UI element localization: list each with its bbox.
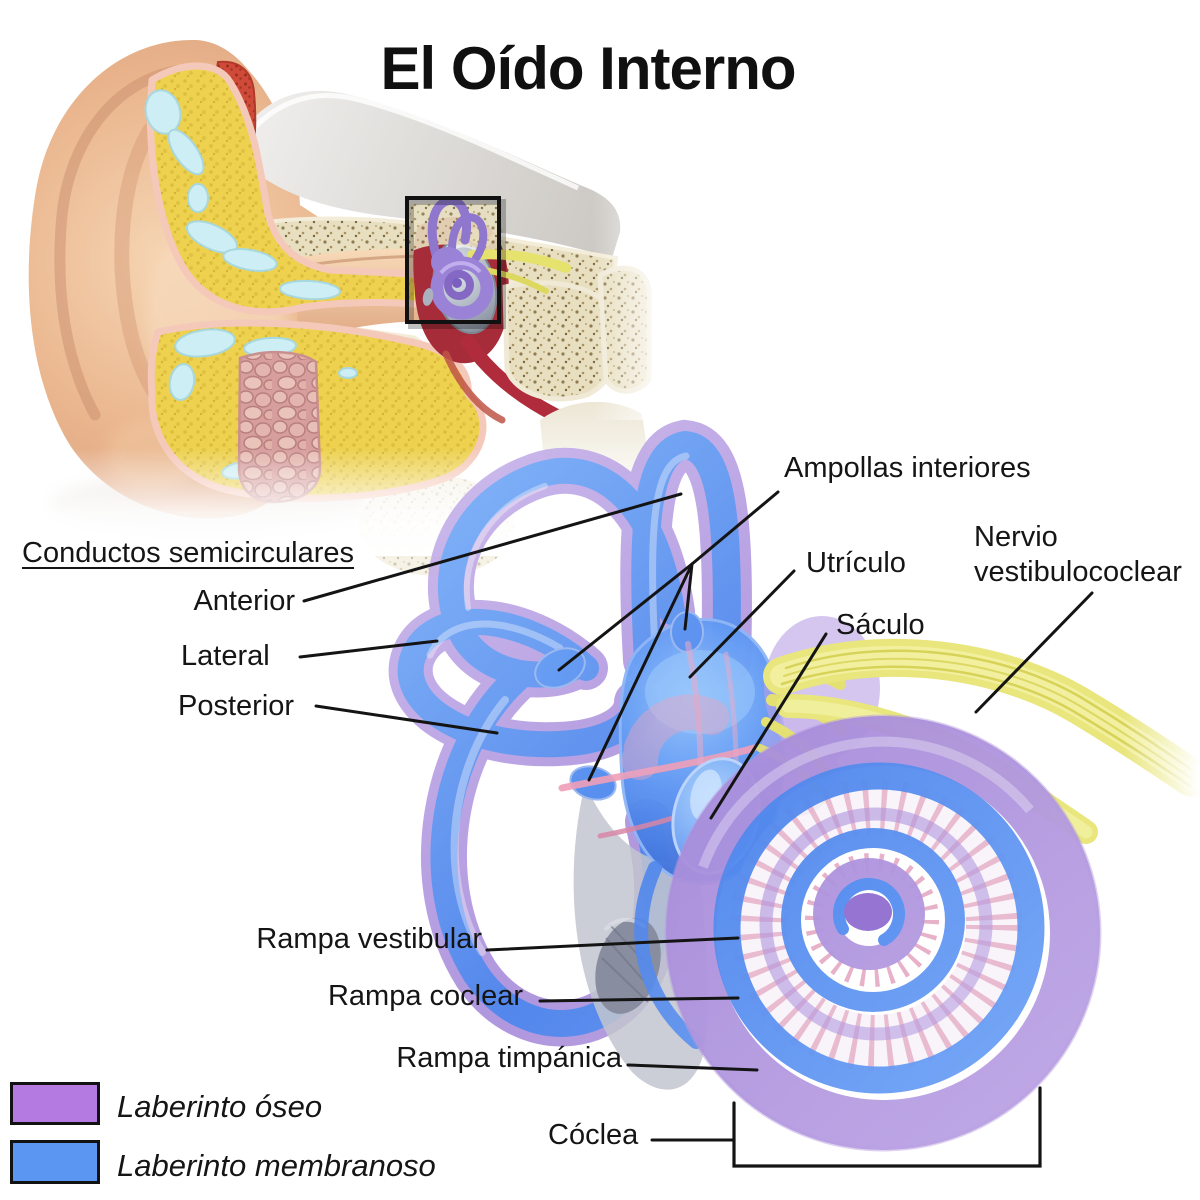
blood-vessel-branch — [442, 350, 506, 424]
leader-anterior — [302, 492, 683, 603]
coclea-bracket — [732, 1086, 1042, 1168]
label-utriculo: Utrículo — [806, 547, 906, 579]
mini-cochlea-mid — [444, 270, 474, 300]
legend-swatch-bony-labyrinth — [10, 1082, 100, 1125]
label-posterior: Posterior — [178, 690, 295, 722]
helix-fold — [54, 64, 186, 421]
cochlea-striations — [730, 779, 1022, 1071]
cochlea-sheen — [698, 736, 1034, 869]
cochlea-center-mem — [833, 878, 905, 946]
mini-cochlea-center — [452, 278, 462, 288]
fade-right — [592, 70, 680, 420]
label-rampa-vestibular: Rampa vestibular — [256, 923, 482, 955]
leader-rampa-coclear — [538, 996, 740, 1003]
leader-ampollas-branch-posterior — [587, 562, 694, 782]
cartilage-islands — [144, 89, 358, 480]
legend-label-bony-labyrinth: Laberinto óseo — [117, 1089, 323, 1124]
leader-ampollas-branch-lateral — [557, 562, 694, 672]
cochlea-outer-mem — [713, 762, 1045, 1094]
cochlea-center-bony — [813, 858, 925, 970]
inner-ear-illustration — [388, 419, 1200, 1152]
leader-nervio — [974, 591, 1094, 714]
zoom-box-shadow — [408, 199, 506, 329]
zoom-box — [405, 196, 501, 324]
label-conductos-semicirculares: Conductos semicirculares — [22, 537, 355, 569]
label-coclea: Cóclea — [548, 1119, 639, 1151]
legend-label-membranous-labyrinth: Laberinto membranoso — [117, 1148, 436, 1183]
label-rampa-timpanica: Rampa timpánica — [396, 1042, 622, 1074]
canal-sheens — [426, 452, 690, 956]
outer-ear-illustration — [0, 39, 680, 576]
leader-rampa-vestibular — [485, 936, 740, 952]
leader-posterior — [314, 704, 499, 735]
mini-labyrinth — [410, 196, 571, 320]
cochlea-apex — [844, 893, 892, 931]
cochlea — [664, 714, 1102, 1152]
skull-bone-rim — [237, 93, 580, 191]
legend-swatch-membranous-labyrinth — [10, 1140, 100, 1184]
cochlea-inner-striations — [805, 853, 939, 987]
cochlea-mid-bony — [759, 807, 993, 1041]
cochlea-mid-mem — [781, 828, 965, 1012]
label-nervio-vestibulococlear: Nervio vestibulococlear — [974, 521, 1182, 589]
lateral-canal-mem — [397, 609, 649, 758]
page-title: El Oído Interno — [380, 35, 797, 102]
leader-ampollas-main — [690, 490, 780, 566]
leader-rampa-timpanica — [626, 1063, 759, 1072]
label-ampollas-interiores: Ampollas interiores — [784, 452, 1031, 484]
nerve-fade — [1122, 615, 1200, 850]
mini-canal-2 — [448, 213, 488, 262]
leader-utriculo — [688, 569, 796, 679]
mini-cochlea-sheen — [439, 261, 482, 275]
leader-saculo — [709, 632, 828, 820]
label-saculo: Sáculo — [836, 609, 925, 641]
leader-lines — [298, 490, 1094, 1168]
skull-bone — [232, 90, 621, 258]
mini-stapes — [422, 288, 434, 306]
cochlea-outer-bony — [666, 716, 1100, 1150]
label-rampa-coclear: Rampa coclear — [327, 980, 523, 1012]
label-lateral: Lateral — [181, 640, 270, 672]
label-anterior: Anterior — [193, 585, 295, 617]
leader-lateral — [298, 639, 439, 659]
endolymphatic-duct — [634, 861, 703, 1049]
leader-ampollas-branch-anterior — [683, 562, 694, 631]
